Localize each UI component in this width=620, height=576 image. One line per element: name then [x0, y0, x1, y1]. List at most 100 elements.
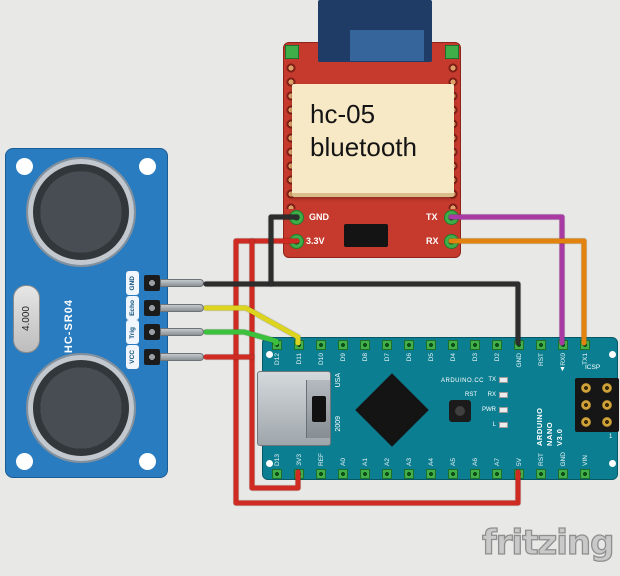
pin1-marker-icon: ▼	[559, 366, 566, 373]
pin-label: A1	[361, 458, 369, 466]
pin: D4	[442, 340, 464, 378]
pin-pad	[536, 469, 546, 479]
pin-label-gnd: GND	[309, 212, 329, 222]
led	[499, 376, 508, 383]
bluetooth-module-shield	[350, 30, 424, 61]
led-indicators: TX RX PWR L	[481, 372, 508, 432]
sticker-label: hc-05 bluetooth	[292, 84, 454, 197]
pin-label-pill: Echo	[126, 295, 139, 320]
pin-base	[144, 275, 160, 292]
pin-pad	[426, 469, 436, 479]
pin-label: A5	[449, 458, 457, 466]
pin-gnd-hole	[289, 210, 304, 225]
pin-row: Trig	[126, 320, 206, 345]
pin-label: RX0	[559, 353, 567, 366]
pin-label: 5V	[515, 458, 523, 466]
pin-label: D4	[449, 353, 457, 362]
icsp-pin	[581, 383, 591, 393]
ultrasonic-receiver	[28, 355, 134, 461]
pin-label: A2	[383, 458, 391, 466]
arduino-nano-board: D12 D11 D10 D9 D8 D7 D6 D5	[257, 337, 619, 480]
pin-label-3v3: 3.3V	[306, 236, 325, 246]
icsp-pin	[602, 400, 612, 410]
bluetooth-module	[318, 0, 432, 62]
ultrasonic-transmitter	[28, 159, 134, 265]
pin-label: D3	[471, 353, 479, 362]
pin: VIN	[574, 437, 596, 479]
pin-pad	[536, 340, 546, 350]
hcsr04-pin-header: GND Echo Trig VCC	[126, 271, 206, 370]
wire-black-gnd-bus	[203, 281, 521, 346]
pin-pad	[470, 469, 480, 479]
pin-label: D5	[427, 353, 435, 362]
pin-tx-hole	[444, 210, 459, 225]
silk-icsp: ICSP	[585, 364, 601, 371]
pin-label: D6	[405, 353, 413, 362]
corner-pad	[445, 45, 459, 59]
pin: A0	[332, 437, 354, 479]
pin: A4	[420, 437, 442, 479]
mounting-hole	[16, 453, 33, 470]
pin-pad	[448, 340, 458, 350]
pin-pad	[272, 340, 282, 350]
pin-label: A4	[427, 458, 435, 466]
pin-stub	[160, 279, 204, 288]
icsp-pin	[602, 417, 612, 427]
pin-label: RST	[537, 453, 545, 466]
pin-label: RST	[537, 353, 545, 366]
mounting-hole	[139, 158, 156, 175]
icsp-pin	[581, 400, 591, 410]
pin-pad	[448, 469, 458, 479]
pin-label: D13	[273, 454, 281, 466]
pin-pad	[316, 340, 326, 350]
pin-label: D10	[317, 353, 325, 365]
crystal-label: 4.000	[21, 306, 32, 332]
microcontroller-chip	[355, 373, 429, 447]
pin: A1	[354, 437, 376, 479]
model-line: V3.0	[555, 428, 564, 446]
pin-pad	[580, 340, 590, 350]
pin: D6	[398, 340, 420, 378]
pin-pad	[404, 469, 414, 479]
pin-label: A0	[339, 458, 347, 466]
pin-pad	[382, 340, 392, 350]
pin: GND	[508, 340, 530, 378]
pin-stub	[160, 328, 204, 337]
pin-label: D12	[273, 353, 281, 365]
pin-label: A3	[405, 458, 413, 466]
pin-pad	[558, 340, 568, 350]
pin-pad	[426, 340, 436, 350]
pin: A5	[442, 437, 464, 479]
pin-label: D9	[339, 353, 347, 362]
pin: RST	[530, 437, 552, 479]
pin-pad	[272, 469, 282, 479]
usb-port-opening	[312, 396, 326, 422]
pin-row: GND	[126, 271, 206, 296]
wire-purple-tx-rx0	[448, 214, 565, 346]
pin-pad	[338, 469, 348, 479]
silk-rst: RST	[465, 392, 477, 398]
led	[499, 421, 508, 428]
led-label: TX	[488, 376, 496, 383]
silk-pin1: 1	[609, 434, 613, 440]
pin-label: GND	[559, 451, 567, 466]
board-label: HC-SR04	[63, 298, 75, 354]
reset-button-cap	[455, 406, 465, 416]
pin: D8	[354, 340, 376, 378]
pin-pad	[360, 340, 370, 350]
pin-label: VCC	[129, 350, 136, 364]
pin-label: D2	[493, 353, 501, 362]
wire-orange-rx-tx1	[448, 238, 587, 346]
fritzing-watermark: fritzing	[481, 522, 615, 563]
pin: A3	[398, 437, 420, 479]
pin-base	[144, 299, 160, 316]
silk-year: 2009	[335, 416, 342, 432]
pin: 5V	[508, 437, 530, 479]
model-line: ARDUINO	[535, 407, 544, 447]
pin-label-rx: RX	[426, 236, 439, 246]
pin-pad	[470, 340, 480, 350]
model-line: NANO	[545, 421, 554, 446]
pin: GND	[552, 437, 574, 479]
led	[499, 391, 508, 398]
